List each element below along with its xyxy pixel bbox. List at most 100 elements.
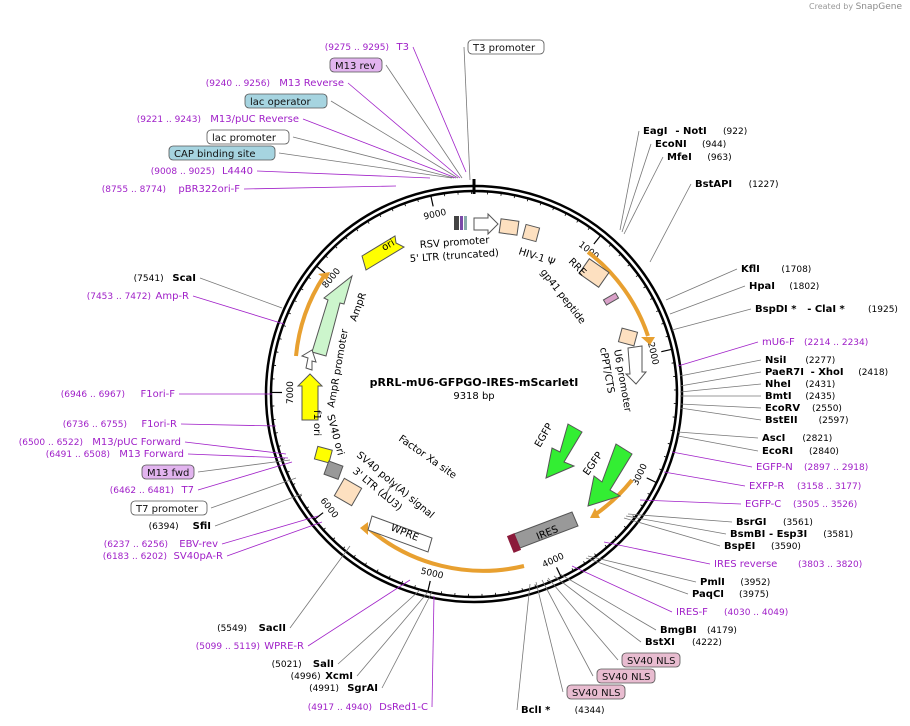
primer-range: (4917 .. 4940) bbox=[308, 703, 372, 713]
primer-name: T3 bbox=[396, 42, 409, 53]
leader-lines bbox=[179, 46, 762, 711]
minor-tick bbox=[583, 561, 587, 565]
feature-rsv-promoter bbox=[473, 212, 499, 236]
enzyme-name: BclI * bbox=[521, 705, 551, 716]
leader-line bbox=[571, 565, 673, 613]
minor-tick bbox=[391, 207, 394, 212]
enzyme-site-16: EcoRI(2840) bbox=[762, 446, 839, 457]
minor-tick bbox=[576, 218, 580, 223]
enzyme-position: (3975) bbox=[739, 590, 769, 600]
enzyme-site-5: KflI (1708) bbox=[741, 264, 811, 275]
feature-ltr-mark-2 bbox=[460, 216, 463, 230]
primer-name: WPRE-R bbox=[264, 641, 304, 652]
orf-head-4 bbox=[318, 272, 330, 280]
primer-range: (9221 .. 9243) bbox=[137, 115, 201, 125]
enzyme-name: KflI bbox=[741, 264, 760, 275]
leader-line bbox=[431, 595, 435, 708]
tick-label: 7000 bbox=[286, 381, 296, 404]
leader-line bbox=[337, 589, 421, 665]
orf-arrow-heads bbox=[318, 272, 655, 535]
minor-tick bbox=[667, 443, 672, 445]
feature-gp41 bbox=[602, 292, 620, 306]
primer-name: M13/pUC Reverse bbox=[210, 114, 299, 125]
leader-line bbox=[535, 581, 564, 693]
leader-line bbox=[356, 591, 429, 677]
primer-site-26: IRES-F(4030 .. 4049) bbox=[676, 607, 788, 618]
enzyme-position: (2840) bbox=[809, 447, 839, 457]
feature-ltr-mark-1 bbox=[454, 216, 459, 230]
enzyme-site-22: BspEI (3590) bbox=[724, 541, 801, 552]
minor-tick bbox=[364, 562, 367, 567]
primer-site-11: F1ori-F(6946 .. 6967) bbox=[61, 389, 176, 400]
credit-prefix: Created by bbox=[809, 2, 854, 11]
enzyme-name: EcoNI bbox=[655, 139, 687, 150]
feature-egfp-1 bbox=[545, 423, 583, 479]
leader-line bbox=[307, 579, 411, 647]
leader-line bbox=[381, 591, 433, 689]
tick-label: 2000 bbox=[645, 341, 660, 366]
leader-line bbox=[677, 431, 759, 439]
feature-tag-15: M13 fwd bbox=[141, 464, 195, 480]
minor-tick bbox=[647, 492, 652, 496]
enzyme-name: ScaI bbox=[172, 273, 196, 284]
enzyme-site-25: SgrAI(4991) bbox=[309, 683, 378, 694]
minor-tick bbox=[659, 468, 664, 471]
tick-label: 9000 bbox=[423, 208, 448, 223]
primer-range: (8755 .. 8774) bbox=[102, 185, 166, 195]
primer-range: (6736 .. 6755) bbox=[63, 420, 127, 430]
enzyme-name: BspEI bbox=[724, 541, 755, 552]
major-tick bbox=[661, 348, 674, 353]
enzyme-name: PaeR7I bbox=[765, 367, 804, 378]
leader-line bbox=[292, 136, 455, 179]
enzyme-site-27: BmgBI(4179) bbox=[660, 625, 737, 636]
enzyme-site-9: ScaI (7541) bbox=[134, 273, 196, 284]
primer-name: L4440 bbox=[222, 166, 253, 177]
primer-site-8: mU6-F (2214 .. 2234) bbox=[762, 337, 868, 348]
minor-tick bbox=[400, 580, 404, 585]
primer-name: IRES reverse bbox=[714, 559, 777, 570]
leader-line bbox=[278, 152, 453, 179]
leader-line bbox=[302, 118, 457, 179]
primer-range: (5099 .. 5119) bbox=[196, 642, 260, 652]
leader-line bbox=[330, 100, 459, 179]
plasmid-size: 9318 bp bbox=[453, 391, 494, 402]
minor-tick bbox=[355, 227, 359, 232]
minor-tick bbox=[656, 309, 661, 312]
leader-line bbox=[585, 557, 689, 595]
enzyme-position: (1227) bbox=[749, 180, 779, 190]
major-tick bbox=[426, 580, 431, 593]
primer-site-4: M13/pUC Reverse (9221 .. 9243) bbox=[137, 114, 299, 125]
primer-name: M13/pUC Forward bbox=[92, 437, 181, 448]
primer-site-12: F1ori-R (6736 .. 6755) bbox=[63, 419, 177, 430]
primer-range: (6183 .. 6202) bbox=[103, 552, 167, 562]
primer-range: (6237 .. 6256) bbox=[104, 540, 168, 550]
minor-tick bbox=[403, 202, 406, 207]
leader-line bbox=[347, 82, 461, 179]
primer-name: EBV-rev bbox=[179, 539, 218, 550]
primer-name: F1ori-R bbox=[141, 419, 177, 430]
feature-tag-box bbox=[566, 684, 626, 700]
enzyme-position: (1708) bbox=[781, 265, 811, 275]
enzyme-name: NsiI bbox=[765, 355, 786, 366]
feature-label-egfp-1: EGFP bbox=[533, 422, 555, 450]
primer-site-13: M13/pUC Forward(6500 .. 6522) bbox=[19, 437, 181, 448]
leader-line bbox=[669, 285, 746, 315]
minor-tick bbox=[513, 194, 516, 199]
leader-line bbox=[256, 170, 431, 179]
leader-line bbox=[619, 130, 640, 231]
primer-site-7: L4440(9008 .. 9025) bbox=[151, 166, 253, 177]
feature-tag-1: M13 rev bbox=[329, 57, 383, 73]
feature-tag-box bbox=[467, 39, 545, 55]
leader-line bbox=[226, 521, 323, 557]
feature-tag-label: M13 rev bbox=[335, 61, 376, 72]
feature-tag-label: lac operator bbox=[250, 97, 311, 108]
enzyme-site-23: SalI(5021) bbox=[272, 659, 334, 670]
feature-u6-promoter bbox=[624, 345, 648, 385]
primer-range: (2214 .. 2234) bbox=[804, 338, 868, 348]
primer-name: EGFP-N bbox=[756, 462, 793, 473]
feature-tag-17: T7 promoter bbox=[130, 500, 208, 516]
primer-name: mU6-F bbox=[762, 337, 795, 348]
enzyme-position: (7541) bbox=[134, 274, 164, 284]
enzyme-position: (2277) bbox=[805, 356, 835, 366]
enzyme-position: (3590) bbox=[771, 542, 801, 552]
